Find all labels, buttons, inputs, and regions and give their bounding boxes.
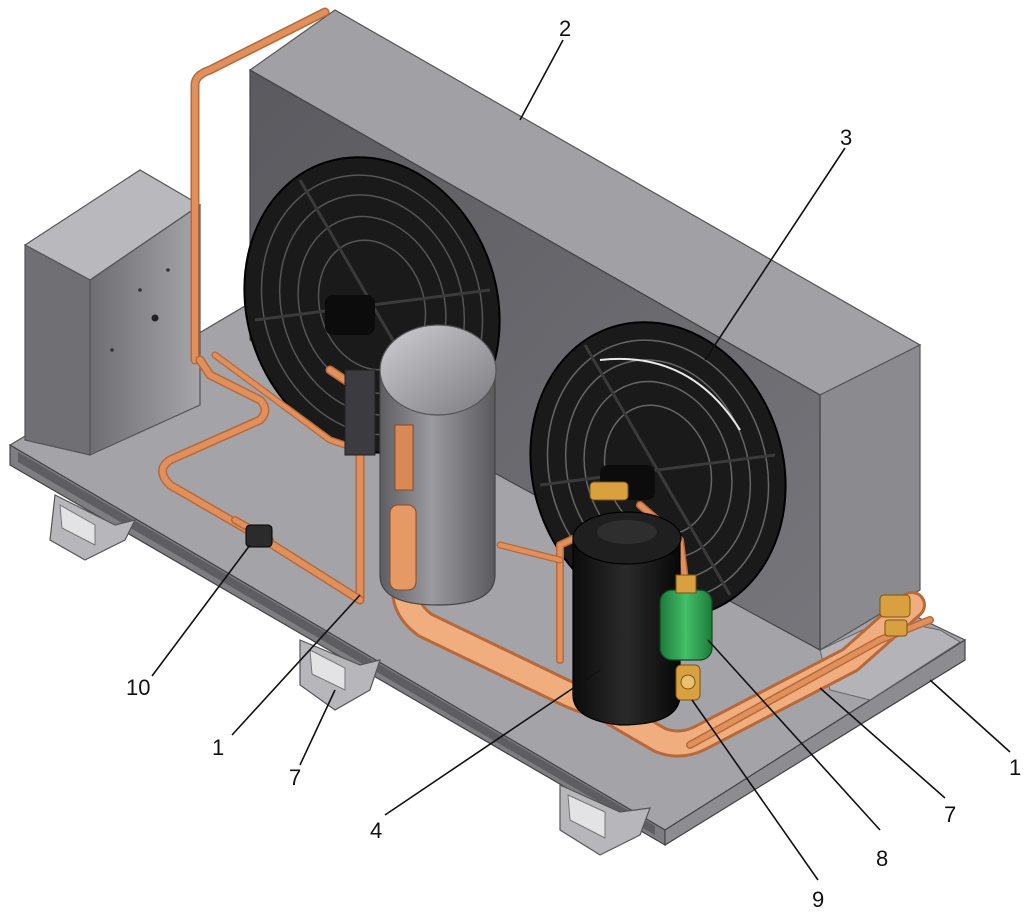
callout-3: 3 <box>840 125 852 150</box>
service-valve-left <box>245 524 273 548</box>
callout-9: 9 <box>812 887 824 912</box>
liquid-receiver <box>344 324 497 606</box>
callout-8: 8 <box>876 846 888 871</box>
compressor <box>572 481 682 726</box>
electrical-box <box>23 169 202 456</box>
callout-labels: 2 3 10 1 7 4 9 8 7 1 <box>126 16 1021 912</box>
callout-7b: 7 <box>944 802 956 827</box>
base-foot-front <box>559 784 651 856</box>
leader-3 <box>704 147 846 361</box>
callout-2: 2 <box>559 16 571 41</box>
callout-4: 4 <box>370 818 382 843</box>
leader-1b <box>929 679 1011 753</box>
base-frame <box>8 299 967 856</box>
base-foot-middle <box>299 639 381 711</box>
leader-8 <box>707 639 881 831</box>
leader-4 <box>384 669 601 816</box>
callout-10: 10 <box>126 675 150 700</box>
base-foot-left <box>49 494 137 561</box>
service-valve-right <box>879 594 911 637</box>
leader-9 <box>691 699 819 881</box>
callout-1b: 1 <box>1009 755 1021 780</box>
leader-10 <box>151 544 251 677</box>
leader-lines <box>151 39 1011 881</box>
leader-7a <box>299 689 336 766</box>
leader-2 <box>519 39 564 121</box>
leader-1a <box>231 594 361 736</box>
filter-drier <box>659 574 713 661</box>
leader-7b <box>819 687 946 799</box>
sight-glass <box>675 664 701 701</box>
callout-7a: 7 <box>289 765 301 790</box>
callout-1a: 1 <box>212 735 224 760</box>
